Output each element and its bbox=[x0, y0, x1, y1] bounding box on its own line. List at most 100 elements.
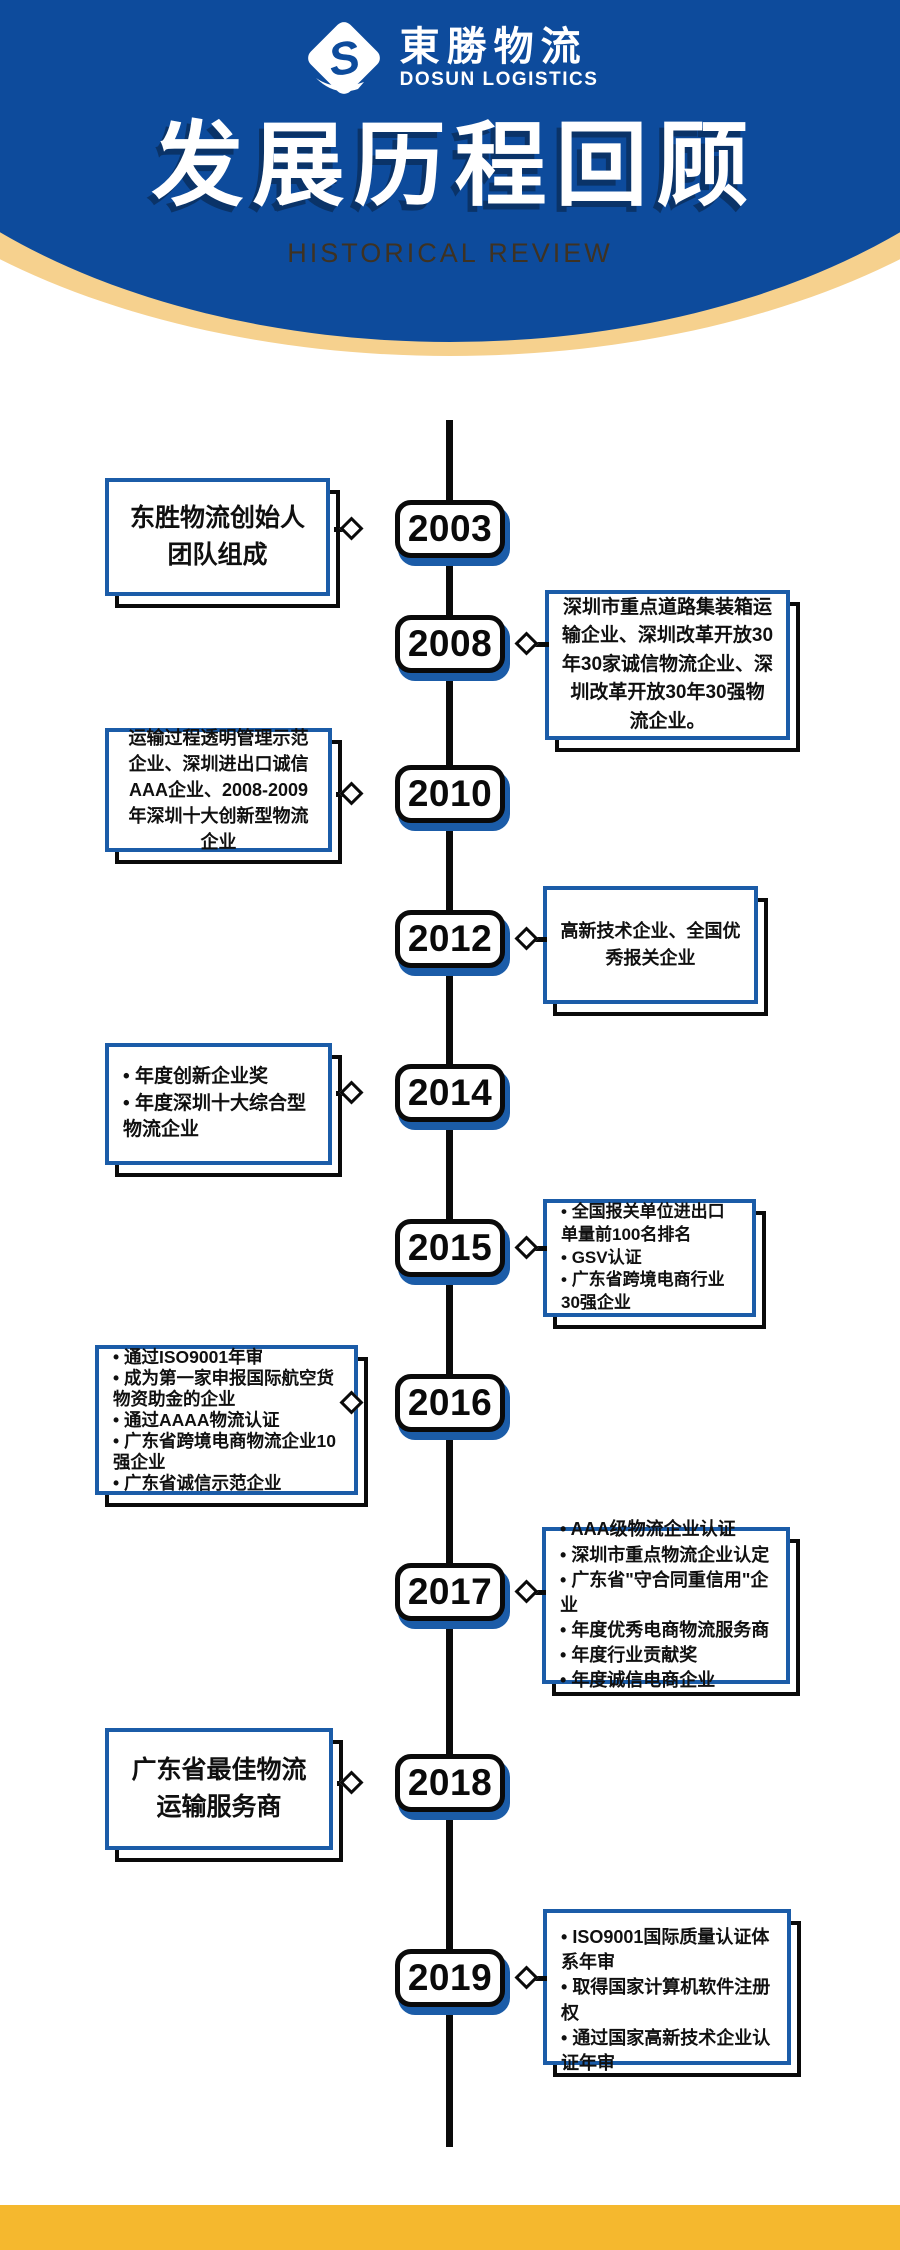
connector-diamond-icon bbox=[339, 1770, 364, 1795]
item-text-line: 广东省最佳物流 bbox=[131, 1755, 307, 1784]
item-bullet: • 年度行业贡献奖 bbox=[546, 1643, 786, 1668]
bullet-text: AAA级物流企业认证 bbox=[570, 1519, 736, 1540]
item-paragraph: 深圳市重点道路集装箱运输企业、深圳改革开放30年30家诚信物流企业、深圳改革开放… bbox=[561, 596, 774, 732]
year-label: 2016 bbox=[407, 1382, 493, 1423]
item-bullet: • 广东省"守合同重信用"企业 bbox=[546, 1568, 786, 1618]
bullet-text: 取得国家计算机软件注册权 bbox=[561, 1977, 771, 2023]
item-bullet: • 年度优秀电商物流服务商 bbox=[546, 1618, 786, 1643]
year-label: 2010 bbox=[407, 773, 493, 814]
bullet-dot-icon: • bbox=[560, 1670, 572, 1691]
bullet-text: GSV认证 bbox=[571, 1247, 642, 1267]
connector-diamond-icon bbox=[514, 631, 539, 656]
bullet-dot-icon: • bbox=[561, 1201, 572, 1221]
bullet-dot-icon: • bbox=[560, 1645, 572, 1666]
year-badge-2010: 2010 bbox=[395, 765, 505, 823]
item-bullet: • 通过AAAA物流认证 bbox=[99, 1410, 354, 1431]
item-bullet: • 全国报关单位进出口单量前100名排名 bbox=[547, 1201, 752, 1247]
bullet-text: 广东省诚信示范企业 bbox=[124, 1472, 282, 1493]
item-text-line: 东胜物流创始人 bbox=[129, 503, 305, 532]
year-badge-2019: 2019 bbox=[395, 1949, 505, 2007]
year-label: 2019 bbox=[407, 1957, 493, 1998]
item-bullet: • 深圳市重点物流企业认定 bbox=[546, 1543, 786, 1568]
bullet-dot-icon: • bbox=[113, 1346, 124, 1367]
bullet-dot-icon: • bbox=[560, 1519, 571, 1540]
logo-text: 東勝物流 DOSUN LOGISTICS bbox=[400, 25, 599, 92]
logo-diamond-icon: S bbox=[307, 22, 380, 94]
item-card: 高新技术企业、全国优秀报关企业 bbox=[543, 886, 758, 1004]
bullet-dot-icon: • bbox=[123, 1066, 135, 1088]
item-card: • 通过ISO9001年审• 成为第一家申报国际航空货物资助金的企业• 通过AA… bbox=[95, 1345, 358, 1495]
bullet-dot-icon: • bbox=[561, 1247, 572, 1267]
item-bullet: • 通过国家高新技术企业认证年审 bbox=[547, 2026, 787, 2076]
connector-diamond-icon bbox=[339, 1080, 364, 1105]
bullet-text: 通过ISO9001年审 bbox=[124, 1346, 264, 1367]
year-label: 2018 bbox=[407, 1762, 493, 1803]
bullet-text: 年度诚信电商企业 bbox=[571, 1670, 716, 1691]
item-bullet: • AAA级物流企业认证 bbox=[546, 1517, 786, 1542]
footer-band bbox=[0, 2205, 900, 2250]
item-text-line: 团队组成 bbox=[167, 541, 268, 569]
connector-diamond-icon bbox=[514, 1235, 539, 1260]
year-label: 2017 bbox=[407, 1571, 493, 1612]
year-badge-2017: 2017 bbox=[395, 1563, 505, 1621]
logo-company-name-en: DOSUN LOGISTICS bbox=[399, 68, 599, 90]
year-badge-2016: 2016 bbox=[395, 1374, 505, 1432]
bullet-dot-icon: • bbox=[561, 1927, 573, 1947]
item-bullet: • 年度诚信电商企业 bbox=[546, 1668, 786, 1693]
bullet-text: 年度优秀电商物流服务商 bbox=[571, 1620, 770, 1641]
year-badge-2012: 2012 bbox=[395, 910, 505, 968]
item-card: • AAA级物流企业认证• 深圳市重点物流企业认定• 广东省"守合同重信用"企业… bbox=[542, 1519, 790, 1690]
year-badge-2015: 2015 bbox=[395, 1219, 505, 1277]
connector-diamond-icon bbox=[514, 1965, 539, 1990]
item-bullet: • 通过ISO9001年审 bbox=[99, 1347, 354, 1368]
bullet-dot-icon: • bbox=[560, 1620, 572, 1641]
page-title: 发展历程回顾 bbox=[151, 115, 758, 217]
year-label: 2014 bbox=[407, 1072, 493, 1113]
bullet-dot-icon: • bbox=[113, 1409, 124, 1430]
item-bullet: • 年度深圳十大综合型物流企业 bbox=[109, 1091, 328, 1144]
bullet-dot-icon: • bbox=[561, 1977, 573, 1998]
header-blue-background bbox=[0, 0, 900, 342]
bullet-text: ISO9001国际质量认证体系年审 bbox=[561, 1927, 770, 1973]
year-label: 2015 bbox=[407, 1227, 493, 1268]
bullet-dot-icon: • bbox=[113, 1367, 124, 1388]
header: S 東勝物流 DOSUN LOGISTICS 发展历程回顾 HISTORICAL… bbox=[0, 0, 900, 370]
year-badge-2014: 2014 bbox=[395, 1064, 505, 1122]
bullet-dot-icon: • bbox=[113, 1430, 124, 1451]
item-card: 东胜物流创始人团队组成 bbox=[105, 478, 330, 596]
year-badge-2003: 2003 bbox=[395, 500, 505, 558]
item-card: 运输过程透明管理示范企业、深圳进出口诚信AAA企业、2008-2009年深圳十大… bbox=[105, 728, 332, 852]
item-card: • 全国报关单位进出口单量前100名排名• GSV认证• 广东省跨境电商行业30… bbox=[543, 1199, 756, 1317]
connector-line bbox=[534, 936, 547, 942]
year-badge-2018: 2018 bbox=[395, 1754, 505, 1812]
connector-diamond-icon bbox=[339, 516, 364, 541]
bullet-text: 通过AAAA物流认证 bbox=[124, 1409, 280, 1430]
bullet-text: 深圳市重点物流企业认定 bbox=[571, 1544, 770, 1565]
connector-line bbox=[534, 1245, 547, 1251]
bullet-dot-icon: • bbox=[561, 1270, 572, 1290]
bullet-text: 广东省"守合同重信用"企业 bbox=[560, 1569, 769, 1615]
bullet-dot-icon: • bbox=[123, 1092, 135, 1114]
item-card: 深圳市重点道路集装箱运输企业、深圳改革开放30年30家诚信物流企业、深圳改革开放… bbox=[545, 590, 790, 740]
connector-diamond-icon bbox=[514, 1579, 539, 1604]
bullet-text: 全国报关单位进出口单量前100名排名 bbox=[561, 1201, 725, 1244]
logo-company-name: 東勝物流 bbox=[399, 24, 588, 69]
bullet-dot-icon: • bbox=[561, 2027, 573, 2048]
bullet-dot-icon: • bbox=[560, 1544, 572, 1565]
bullet-dot-icon: • bbox=[113, 1472, 124, 1493]
bullet-dot-icon: • bbox=[560, 1569, 572, 1590]
year-label: 2012 bbox=[407, 918, 493, 959]
item-paragraph: 运输过程透明管理示范企业、深圳进出口诚信AAA企业、2008-2009年深圳十大… bbox=[128, 727, 309, 853]
bullet-text: 年度创新企业奖 bbox=[134, 1066, 268, 1088]
bullet-text: 广东省跨境电商物流企业10强企业 bbox=[113, 1430, 336, 1472]
connector-diamond-icon bbox=[514, 926, 539, 951]
item-bullet: • GSV认证 bbox=[547, 1247, 752, 1270]
bullet-text: 广东省跨境电商行业30强企业 bbox=[561, 1270, 725, 1313]
item-card: 广东省最佳物流运输服务商 bbox=[105, 1728, 333, 1850]
item-card: • 年度创新企业奖 • 年度深圳十大综合型物流企业 bbox=[105, 1043, 332, 1165]
item-bullet: • 广东省诚信示范企业 bbox=[99, 1473, 354, 1494]
connector-line bbox=[534, 641, 549, 647]
item-paragraph: 高新技术企业、全国优秀报关企业 bbox=[560, 921, 741, 968]
page-subtitle: HISTORICAL REVIEW bbox=[287, 238, 613, 268]
